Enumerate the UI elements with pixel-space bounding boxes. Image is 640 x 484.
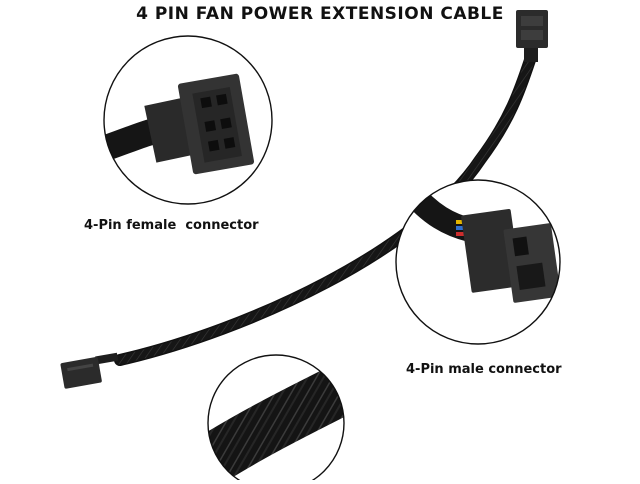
male-connector-label: 4-Pin male connector xyxy=(406,362,562,377)
female-connector-zoom xyxy=(103,35,273,205)
product-title: 4 PIN FAN POWER EXTENSION CABLE xyxy=(136,4,504,24)
braided-sleeve-zoom xyxy=(207,354,345,484)
female-connector-label: 4-Pin female connector xyxy=(84,218,259,233)
male-connector-small xyxy=(516,10,548,62)
male-connector-zoom xyxy=(395,179,561,345)
female-connector-small xyxy=(60,352,119,389)
